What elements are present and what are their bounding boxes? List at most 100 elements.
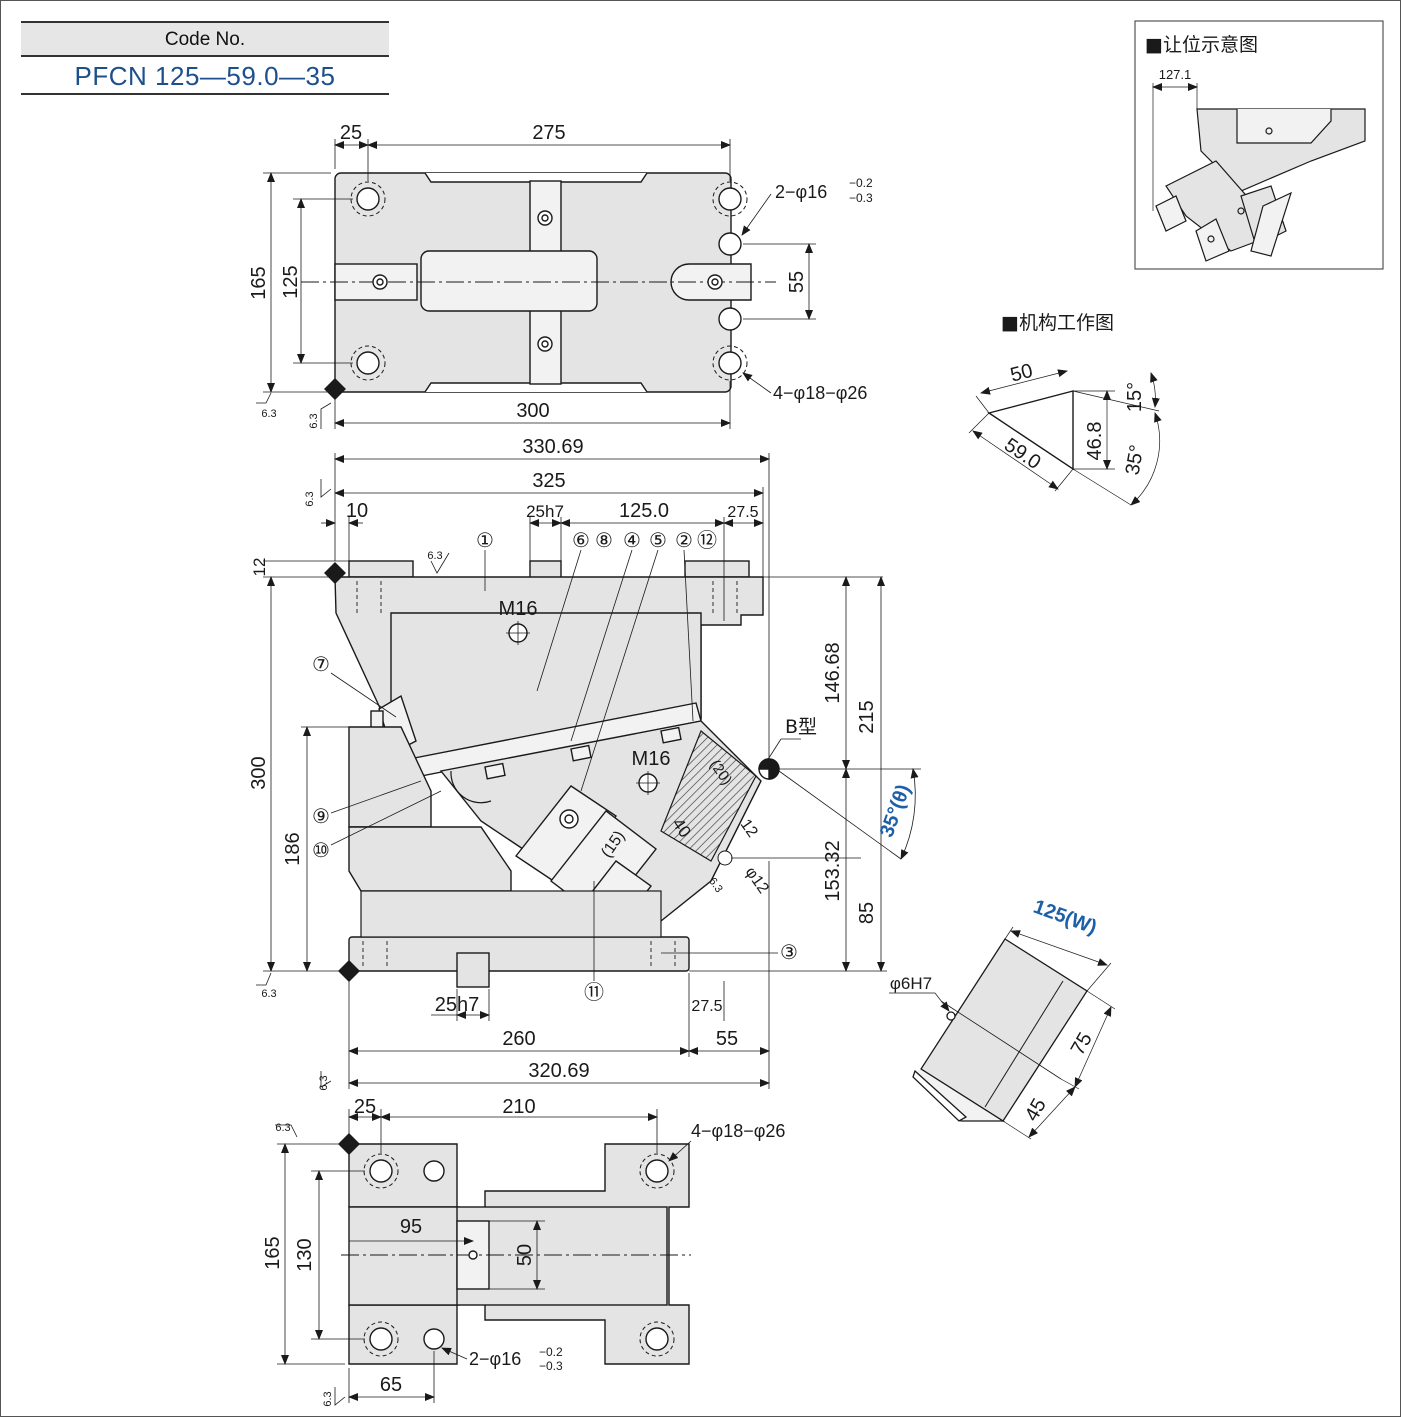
mechanism-inset-title: ■机构工作图 [1001,312,1114,334]
lower-left-block [348,726,432,828]
dim-front-320-69: 320.69 [528,1060,589,1082]
front-view-labels: 330.69 325 10 25h7 125.0 27.5 12 300 186… [248,436,915,1091]
dim-bottom-50: 50 [514,1244,536,1266]
dim-front-phi12: φ12 [742,864,772,897]
upper-right-pad [684,560,750,578]
note-bottom-dowel-tol-up: −0.2 [539,1345,563,1359]
front-view [256,453,921,1089]
note-top-dowel-tol-up: −0.2 [849,176,873,190]
dim-bottom-65: 65 [380,1374,402,1396]
mechanism-dim-46-8: 46.8 [1084,422,1106,461]
angle-35-theta: 35°(θ) [876,782,915,841]
dim-front-146-68: 146.68 [822,642,844,703]
dim-top-25: 25 [340,122,362,144]
mechanism-angle-15: 15° [1124,382,1146,412]
dim-front-153-32: 153.32 [822,840,844,901]
dim-bottom-130: 130 [294,1238,316,1271]
upper-left-pad [348,560,414,578]
note-bottom-dowel-tol-low: −0.3 [539,1359,563,1373]
dim-front-12: 12 [250,558,269,577]
lower-base-plate [348,936,690,972]
roughness-bottom-b: 6.3 [322,1391,334,1406]
top-corner-holes [350,181,748,381]
top-screws [372,210,723,352]
note-top-dowel-tol-low: −0.3 [849,191,873,205]
bottom-view [275,1109,692,1406]
dim-top-125: 125 [280,265,302,298]
clearance-inset-labels: ■让位示意图 127.1 [1145,34,1258,82]
callout-11: ⑪ [584,981,604,1004]
callout-9: ⑨ [312,806,330,828]
mechanism-inset-labels: ■机构工作图 50 59.0 46.8 15° 35° [1000,312,1148,477]
dim-front-27-5: 27.5 [727,504,758,521]
block-detail [889,926,1116,1140]
code-number-block: Code No. PFCN 125—59.0—35 [21,21,389,97]
dim-top-165: 165 [248,266,270,299]
note-top-holes: 4−φ18−φ26 [773,383,867,403]
note-bottom-holes: 4−φ18−φ26 [691,1121,785,1141]
roughness-front-b: 6.3 [427,550,442,562]
callout-4: ④ [623,530,641,552]
dim-bottom-165: 165 [262,1236,284,1269]
mechanism-dim-50: 50 [1008,360,1035,387]
dim-front-55: 55 [716,1028,738,1050]
roughness-top-a: 6.3 [261,408,276,420]
roughness-front-c: 6.3 [261,988,276,1000]
dim-bottom-25: 25 [354,1096,376,1118]
top-view [256,139,816,429]
lower-base-block [348,826,512,892]
callout-2: ② [675,530,693,552]
clearance-inset-title: ■让位示意图 [1145,34,1258,56]
clearance-inset [1134,20,1384,270]
dim-front-85: 85 [856,902,878,924]
block-detail-width: 125(W) [1030,896,1099,939]
bottom-left-body [348,1206,460,1306]
dim-top-300: 300 [516,400,549,422]
b-type-label: B型 [785,716,817,738]
dim-top-55: 55 [786,271,808,293]
mechanism-inset [968,369,1162,506]
dim-front-25h7-bottom: 25h7 [435,994,480,1016]
m16-label-cam: M16 [632,748,671,770]
roughness-top-b: 6.3 [308,413,320,428]
dim-front-186: 186 [282,832,304,865]
m16-label-upper: M16 [499,598,538,620]
dim-front-330-69: 330.69 [522,436,583,458]
callout-10: ⑩ [312,840,330,862]
code-number-header: Code No. [21,21,389,57]
callout-12: ⑫ [697,529,717,552]
lower-key [456,952,490,988]
dim-bottom-210: 210 [502,1096,535,1118]
block-detail-dim-45: 45 [1021,1095,1051,1125]
callout-3: ③ [780,942,798,964]
dim-front-325: 325 [532,470,565,492]
callout-5: ⑤ [649,530,667,552]
bottom-holes [363,1153,675,1357]
note-top-dowel: 2−φ16 [775,182,827,202]
roughness-front-d: 6.3 [318,1075,330,1090]
top-center-slot [420,250,598,312]
dim-front-215: 215 [856,700,878,733]
callout-8: ⑧ [595,530,613,552]
guide-plate [514,785,618,887]
clearance-inset-dim: 127.1 [1159,67,1192,82]
dim-front-25h7-top: 25h7 [526,502,564,521]
dim-top-275: 275 [532,122,565,144]
roughness-front-a: 6.3 [304,491,316,506]
dim-front-125: 125.0 [619,500,669,522]
bottom-view-labels: 25 210 165 130 95 50 65 4−φ18−φ26 2−φ16 … [262,1096,785,1407]
block-detail-dim-75: 75 [1067,1029,1097,1059]
dim-front-300: 300 [248,756,270,789]
callout-7: ⑦ [312,654,330,676]
block-detail-hole: φ6H7 [890,974,932,993]
dim-front-27-5-bottom: 27.5 [691,998,722,1015]
dim-front-260: 260 [502,1028,535,1050]
callout-1: ① [476,530,494,552]
code-number-value: PFCN 125—59.0—35 [21,57,389,95]
dim-front-10: 10 [346,500,368,522]
mechanism-angle-35: 35° [1122,443,1149,477]
note-bottom-dowel: 2−φ16 [469,1349,521,1369]
dim-bottom-95: 95 [400,1216,422,1238]
